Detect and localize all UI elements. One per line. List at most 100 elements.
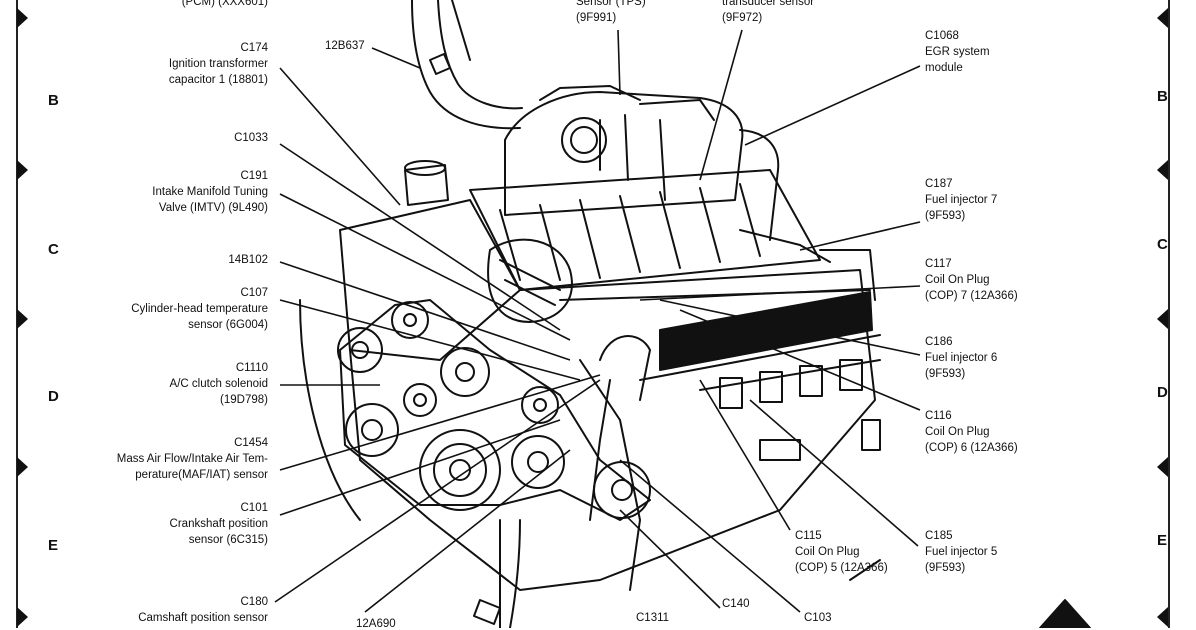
callout-line1: Sensor (TPS) [576,0,646,8]
callout-line2: (9F593) [925,562,966,574]
callout-id: 14B102 [228,254,268,266]
callout-id: C191 [240,170,269,182]
callout-line2: (COP) 6 (12A366) [925,442,1018,454]
part-number-12a690: 12A690 [356,618,396,630]
callout-line2: (9F991) [576,12,617,24]
callout-id: C185 [925,530,953,542]
leader-line [699,29,743,181]
row-label-d: D [48,388,59,405]
row-label-b-right: B [1157,88,1168,105]
row-label-e: E [48,537,59,554]
row-label-b: B [48,92,59,109]
callout-id: C1454 [234,437,268,449]
callout-c116: C116 Coil On Plug (COP) 6 (12A366) [925,408,1075,456]
callout-id: C180 [240,596,269,608]
callout-line2: sensor (6C315) [188,534,268,546]
leader-line [639,285,921,301]
callout-line1: EGR system [925,46,990,58]
callout-c180: C180 Camshaft position sensor [90,594,268,626]
leader-line [279,143,561,331]
callout-id: C101 [240,502,269,514]
right-notch-marker [1157,8,1168,28]
callout-c187: C187 Fuel injector 7 (9F593) [925,176,1065,224]
left-notch-marker [17,457,28,477]
callout-id: C186 [925,336,953,348]
callout-c107: C107 Cylinder-head temperature sensor (6… [90,285,268,333]
callout-line2: (COP) 7 (12A366) [925,290,1018,302]
right-border-line [1168,0,1170,628]
callout-14b102: 14B102 [150,252,268,268]
row-label-e-right: E [1157,532,1168,549]
callout-c140: C140 [722,598,750,610]
leader-line [699,379,791,531]
callout-transducer: transducer sensor (9F972) [722,0,862,26]
pcm-label: (PCM) (XXX601) [120,0,268,10]
callout-line1: A/C clutch solenoid [169,378,268,390]
callout-line2: Valve (IMTV) (9L490) [158,202,268,214]
callout-c101: C101 Crankshaft position sensor (6C315) [110,500,268,548]
pcm-label-line1: (PCM) (XXX601) [181,0,268,8]
leader-line [617,29,621,96]
callout-line2: (9F972) [722,12,763,24]
callout-line2: (COP) 5 (12A366) [795,562,888,574]
callout-id: C116 [925,410,952,422]
callout-tps: Sensor (TPS) (9F991) [576,0,696,26]
left-notch-marker [17,309,28,329]
callout-line1: Coil On Plug [925,426,990,438]
callout-c117: C117 Coil On Plug (COP) 7 (12A366) [925,256,1075,304]
leader-line [619,509,721,609]
leader-line [799,221,921,251]
callout-line1: Coil On Plug [795,546,860,558]
callout-line1: Fuel injector 7 [925,194,998,206]
callout-c186: C186 Fuel injector 6 (9F593) [925,334,1065,382]
leader-line [279,374,601,471]
callout-c1454: C1454 Mass Air Flow/Intake Air Tem- pera… [70,435,268,483]
leader-line [749,399,919,547]
leader-line [279,299,581,381]
callout-line1: Crankshaft position [169,518,268,530]
leader-line [619,459,801,613]
callout-id: C1068 [925,30,959,42]
callout-c103: C103 [804,612,832,624]
leader-line [279,419,561,516]
callout-line1: Camshaft position sensor [138,612,268,624]
callout-c185: C185 Fuel injector 5 (9F593) [925,528,1065,576]
callout-line2: (9F593) [925,368,966,380]
row-label-c-right: C [1157,236,1168,253]
row-label-c: C [48,241,59,258]
leader-line [371,47,421,69]
callout-line2: (19D798) [220,394,268,406]
callout-line1: Ignition transformer [168,58,268,70]
leader-line [744,65,921,146]
callout-c1068: C1068 EGR system module [925,28,1065,76]
callout-line2: (9F593) [925,210,966,222]
right-notch-marker [1157,607,1168,627]
left-notch-marker [17,160,28,180]
callout-c1110: C1110 A/C clutch solenoid (19D798) [110,360,268,408]
leader-line [279,261,571,361]
callout-line1: transducer sensor [722,0,815,8]
part-number-12b637: 12B637 [325,40,365,52]
row-label-d-right: D [1157,384,1168,401]
callout-line1: Mass Air Flow/Intake Air Tem- [116,453,268,465]
right-notch-marker [1157,309,1168,329]
leader-line [364,449,571,613]
callout-c191: C191 Intake Manifold Tuning Valve (IMTV)… [100,168,268,216]
callout-id: C115 [795,530,822,542]
callout-c1033: C1033 [150,130,268,146]
callout-line1: Coil On Plug [925,274,990,286]
callout-id: C1033 [234,132,268,144]
callout-line1: Cylinder-head temperature [131,303,268,315]
left-notch-marker [17,8,28,28]
callout-id: C187 [925,178,953,190]
right-notch-marker [1157,457,1168,477]
left-notch-marker [17,607,28,627]
callout-line1: Intake Manifold Tuning [152,186,268,198]
callout-id: C1110 [235,362,268,374]
leader-line [659,299,921,356]
callout-line2: perature(MAF/IAT) sensor [135,469,268,481]
callout-line2: module [925,62,963,74]
leader-line [274,379,601,603]
callout-id: C107 [240,287,269,299]
